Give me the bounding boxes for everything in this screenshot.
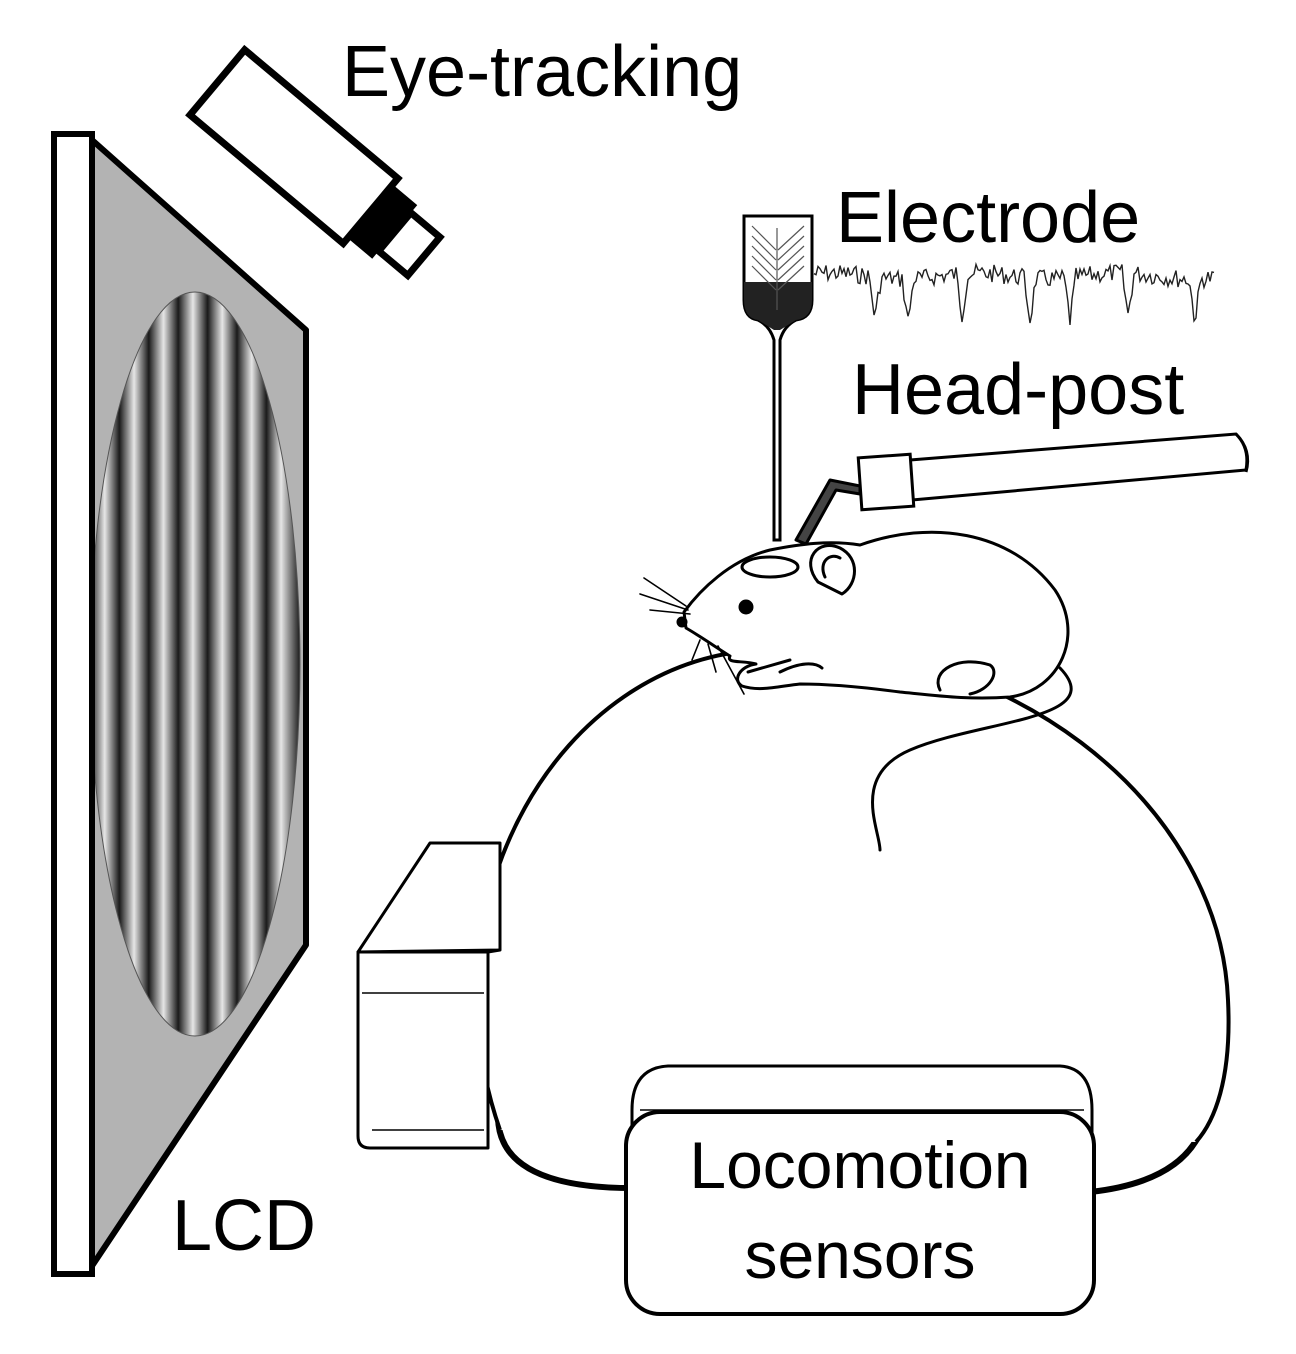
locomotion-label-line1: Locomotion (689, 1128, 1030, 1202)
lcd-monitor (51, 131, 309, 1277)
lcd-frame (51, 131, 95, 1277)
eye-tracking-label: Eye-tracking (342, 32, 742, 112)
mouse-icon (639, 530, 1073, 852)
electrode-icon (742, 214, 814, 542)
lcd-label: LCD (172, 1186, 316, 1266)
head-post-label: Head-post (852, 350, 1184, 430)
drifting-grating (89, 291, 301, 1037)
neural-signal-trace (813, 261, 1215, 325)
locomotion-sensor-box (624, 1064, 1096, 1316)
locomotion-label-line2: sensors (744, 1218, 975, 1292)
sensor-housing-box (356, 841, 502, 1150)
eye-tracking-camera-icon (185, 44, 445, 281)
electrode-label: Electrode (836, 178, 1140, 258)
head-post-icon (794, 432, 1250, 546)
